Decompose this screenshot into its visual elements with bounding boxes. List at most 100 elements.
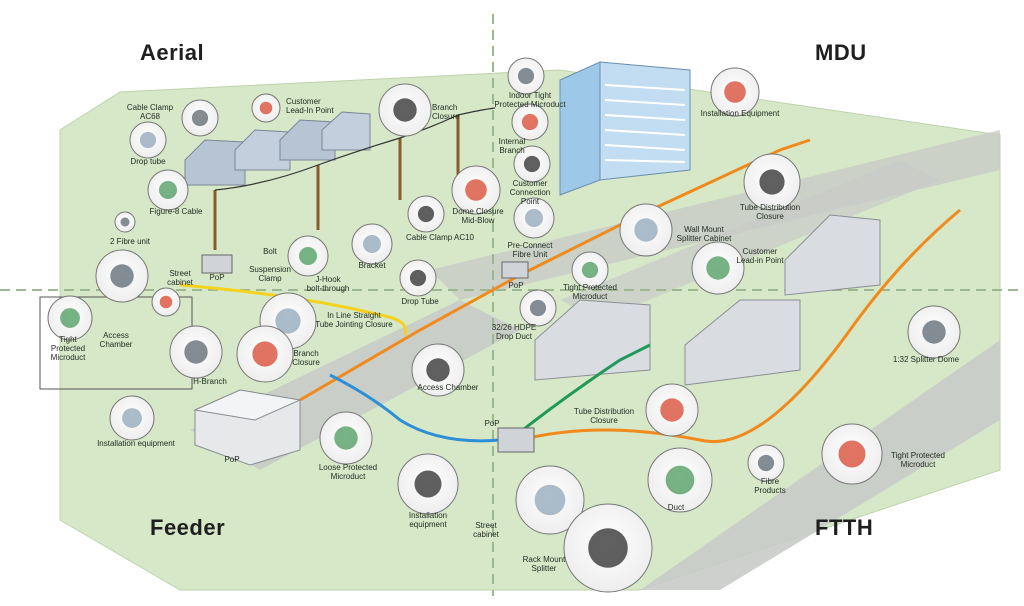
label-line: Loose Protected xyxy=(319,463,377,472)
product-thumbnail xyxy=(426,358,450,382)
label-line: Fibre xyxy=(761,477,780,486)
label-line: Access xyxy=(103,331,129,340)
label-line: Internal xyxy=(499,137,526,146)
product-circles xyxy=(47,57,961,593)
label-cable-clamp-ac10: Cable Clamp AC10 xyxy=(406,233,475,242)
label-line: Clamp xyxy=(258,274,282,283)
road-diagonal xyxy=(430,130,1000,300)
label-h-branch: H-Branch xyxy=(193,377,227,386)
label-line: Tight Protected xyxy=(891,451,945,460)
label-line: Protected Microduct xyxy=(494,100,566,109)
label-line: Duct xyxy=(668,503,685,512)
product-thumbnail xyxy=(660,398,684,422)
quadrant-title-mdu: MDU xyxy=(815,40,867,65)
label-line: Access Chamber xyxy=(418,383,479,392)
product-thumbnail xyxy=(523,155,541,173)
product-thumbnail xyxy=(759,169,785,195)
label-line: cabinet xyxy=(473,530,500,539)
label-line: Tube Jointing Closure xyxy=(315,320,393,329)
label-line: PoP xyxy=(508,281,523,290)
product-thumbnail xyxy=(275,308,301,334)
product-thumbnail xyxy=(159,181,177,199)
label-line: Wall Mount xyxy=(684,225,724,234)
quadrant-title-feeder: Feeder xyxy=(150,515,226,540)
product-thumbnail xyxy=(122,408,142,428)
label-line: Cable Clamp AC10 xyxy=(406,233,475,242)
product-thumbnail xyxy=(581,261,599,279)
product-thumbnail xyxy=(529,299,547,317)
road-ftth xyxy=(640,340,1000,590)
label-line: Splitter xyxy=(532,564,557,573)
label-line: Microduct xyxy=(573,292,608,301)
product-thumbnail xyxy=(414,470,442,498)
product-thumbnail xyxy=(159,295,173,309)
product-thumbnail xyxy=(588,528,628,568)
product-thumbnail xyxy=(60,308,80,328)
product-thumbnail xyxy=(838,440,866,468)
pop-cabinet-mdu xyxy=(501,261,529,279)
label-line: Closure xyxy=(432,112,460,121)
pop-cabinet-aerial xyxy=(201,254,233,274)
label-line: Drop Duct xyxy=(496,332,533,341)
product-thumbnail xyxy=(525,209,543,227)
label-line: Branch xyxy=(432,103,457,112)
mdu-building xyxy=(559,61,691,196)
blue-route xyxy=(329,373,501,443)
label-duct: Duct xyxy=(668,503,685,512)
label-line: PoP xyxy=(209,273,224,282)
label-figure8: Figure-8 Cable xyxy=(150,207,203,216)
label-line: Customer xyxy=(286,97,321,106)
label-pop-mdu: PoP xyxy=(508,281,523,290)
product-thumbnail xyxy=(363,235,381,253)
product-thumbnail xyxy=(139,131,157,149)
product-thumbnail xyxy=(665,465,695,495)
label-line: Microduct xyxy=(51,353,86,362)
product-thumbnail xyxy=(110,264,134,288)
label-line: Tight Protected xyxy=(563,283,617,292)
label-bolt: Bolt xyxy=(263,247,278,256)
label-line: Street xyxy=(475,521,497,530)
label-line: PoP xyxy=(484,419,499,428)
label-pop-ftth: PoP xyxy=(484,419,499,428)
product-thumbnail xyxy=(724,81,746,103)
label-line: Installation xyxy=(409,511,447,520)
label-line: Branch xyxy=(293,349,318,358)
product-thumbnail xyxy=(259,101,273,115)
label-line: Cable Clamp xyxy=(127,103,174,112)
product-thumbnail xyxy=(757,454,775,472)
product-thumbnail xyxy=(521,113,539,131)
label-line: H-Branch xyxy=(193,377,227,386)
label-line: Splitter Cabinet xyxy=(677,234,732,243)
product-thumbnail xyxy=(465,179,487,201)
label-line: Drop Tube xyxy=(401,297,439,306)
label-line: Pre-Connect xyxy=(508,241,554,250)
label-line: Lead-In Point xyxy=(286,106,334,115)
label-line: Lead-in Point xyxy=(736,256,784,265)
label-line: Closure xyxy=(590,416,618,425)
product-thumbnail xyxy=(184,340,208,364)
label-line: Branch xyxy=(499,146,524,155)
label-line: bolt-through xyxy=(307,284,350,293)
product-thumbnail xyxy=(191,109,209,127)
label-pop-aerial: PoP xyxy=(209,273,224,282)
label-line: Protected xyxy=(51,344,85,353)
product-thumbnail xyxy=(706,256,730,280)
label-line: Bracket xyxy=(358,261,386,270)
label-line: J-Hook xyxy=(315,275,341,284)
label-line: In Line Straight xyxy=(327,311,382,320)
label-line: Bolt xyxy=(263,247,278,256)
orange-ftth-route xyxy=(519,208,961,444)
label-line: Closure xyxy=(756,212,784,221)
label-drop-tube-yellow: Drop Tube xyxy=(401,297,439,306)
label-line: Microduct xyxy=(901,460,936,469)
